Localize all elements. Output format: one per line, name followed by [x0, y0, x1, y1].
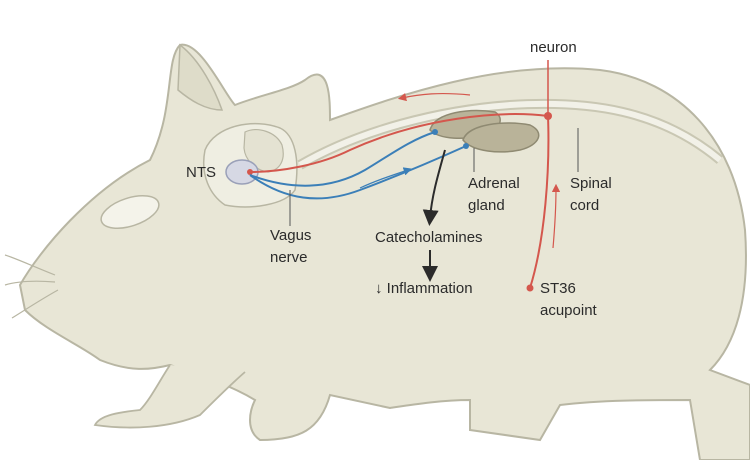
label-acupoint: acupoint [540, 302, 598, 319]
st36-dot [526, 284, 534, 292]
label-nerve: nerve [270, 249, 308, 266]
label-neuron: neuron [530, 39, 577, 56]
mouse-body [18, 43, 750, 460]
spinal-cord-core [298, 100, 722, 168]
vagus-dot-upper [432, 129, 438, 135]
adrenal-gland-lower [462, 122, 540, 153]
red-pathway-st36-neuron [529, 115, 550, 289]
label-cord: cord [570, 197, 599, 214]
ear [177, 43, 224, 111]
label-vagus: Vagus [270, 227, 311, 244]
vagus-dot-lower [463, 143, 469, 149]
whiskers [4, 254, 59, 319]
red-pathway-neuron-nts [249, 113, 549, 173]
vagus-path-upper [249, 131, 436, 187]
label-st36: ST36 [540, 280, 576, 297]
blue-flow-arrow [359, 167, 412, 189]
eye [100, 195, 160, 229]
vagus-path-lower [249, 145, 467, 200]
label-gland: gland [468, 197, 505, 214]
nts-red-dot [247, 169, 253, 175]
label-catecholamines: Catecholamines [375, 229, 483, 246]
label-adrenal: Adrenal [468, 175, 520, 192]
red-flow-arrow-up [551, 183, 561, 249]
neuron-dot [544, 112, 552, 120]
label-nts: NTS [186, 164, 216, 181]
label-inflammation: ↓ Inflammation [375, 280, 473, 297]
label-spinal: Spinal [570, 175, 612, 192]
front-leg [93, 364, 246, 429]
red-flow-arrow-top [397, 92, 471, 102]
adrenal-to-catecholamines-arrow [422, 149, 446, 226]
